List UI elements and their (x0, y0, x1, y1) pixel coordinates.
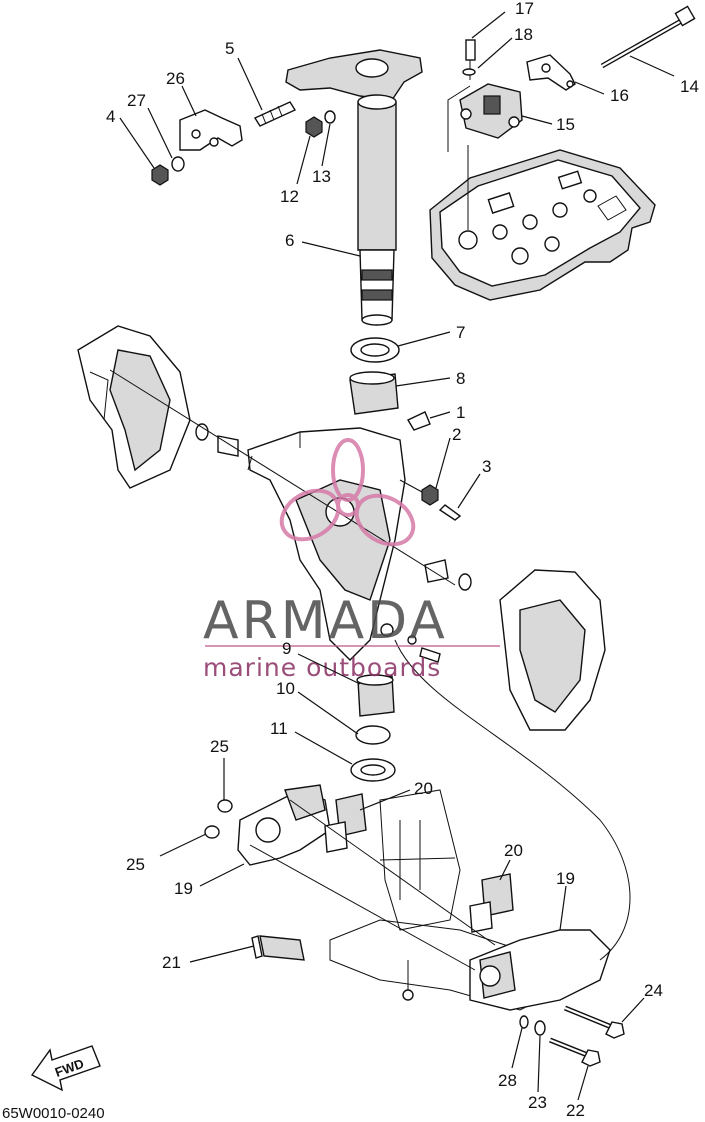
callout-25-upper: 25 (210, 737, 229, 756)
callout-1: 1 (456, 403, 465, 422)
callout-10: 10 (276, 679, 295, 698)
fwd-arrow-icon: FWD (30, 1045, 101, 1092)
lower-bolts (519, 1005, 625, 1067)
callout-20-lower: 20 (504, 841, 523, 860)
callout-3: 3 (482, 457, 491, 476)
callout-9: 9 (282, 639, 291, 658)
swivel-bracket (247, 427, 406, 661)
upper-mount-plate (429, 149, 656, 301)
upper-seal-bushing (349, 337, 431, 431)
diagram-code: 65W0010-0240 (2, 1105, 105, 1122)
tilt-tube-bushings (109, 369, 472, 591)
clip-part (526, 54, 576, 91)
rubber-pad-upper (324, 793, 367, 853)
callout-8: 8 (456, 369, 465, 388)
callout-21: 21 (162, 953, 181, 972)
lower-mount-right (469, 929, 611, 1011)
callout-4: 4 (106, 107, 115, 126)
callout-20-upper: 20 (414, 779, 433, 798)
grease-nipple-bolt (399, 479, 462, 521)
cowl-bracket (179, 109, 243, 151)
callout-27: 26 (166, 69, 185, 88)
callout-17: 17 (515, 0, 534, 18)
lower-mount-left (204, 784, 331, 866)
small-nut-washer (305, 110, 336, 138)
right-clamp-bracket (499, 569, 606, 731)
watermark-tagline: marine outboards (203, 653, 441, 682)
callout-labels: 17 18 14 16 15 5 26 27 4 12 13 6 7 8 1 2… (106, 0, 699, 1120)
callout-11: 11 (270, 719, 288, 738)
callout-2: 2 (452, 425, 461, 444)
steering-shaft (285, 49, 423, 326)
callout-7: 7 (456, 323, 465, 342)
watermark-brand: ARMADA (203, 591, 448, 651)
nut-washer-set (151, 156, 185, 186)
callout-5: 5 (225, 39, 234, 58)
callout-15: 15 (556, 115, 575, 134)
switch-bracket (447, 39, 523, 230)
callout-13: 13 (312, 167, 331, 186)
callout-19-left: 19 (174, 879, 193, 898)
callout-22: 22 (566, 1101, 585, 1120)
rubber-pad-lower (469, 873, 514, 933)
callout-19-right: 19 (556, 869, 575, 888)
stud-bolt (253, 101, 297, 127)
callout-12: 12 (280, 187, 299, 206)
assembly-lines (249, 639, 631, 1001)
cover-piece (251, 935, 305, 961)
callout-23: 23 (528, 1093, 547, 1112)
armada-watermark: ARMADA marine outboards (203, 438, 500, 682)
callout-leaders (119, 11, 675, 1101)
callout-18: 18 (514, 25, 533, 44)
long-bolt (600, 5, 696, 69)
callout-14: 14 (680, 77, 699, 96)
callout-26: 28 (498, 1071, 517, 1090)
callout-25-lower: 25 (126, 855, 145, 874)
callout-16: 16 (610, 86, 629, 105)
lower-bushing-seal (350, 623, 441, 782)
callout-6: 6 (285, 231, 294, 250)
callout-24: 24 (644, 981, 663, 1000)
left-clamp-bracket (77, 325, 191, 489)
callout-28: 27 (127, 91, 146, 110)
